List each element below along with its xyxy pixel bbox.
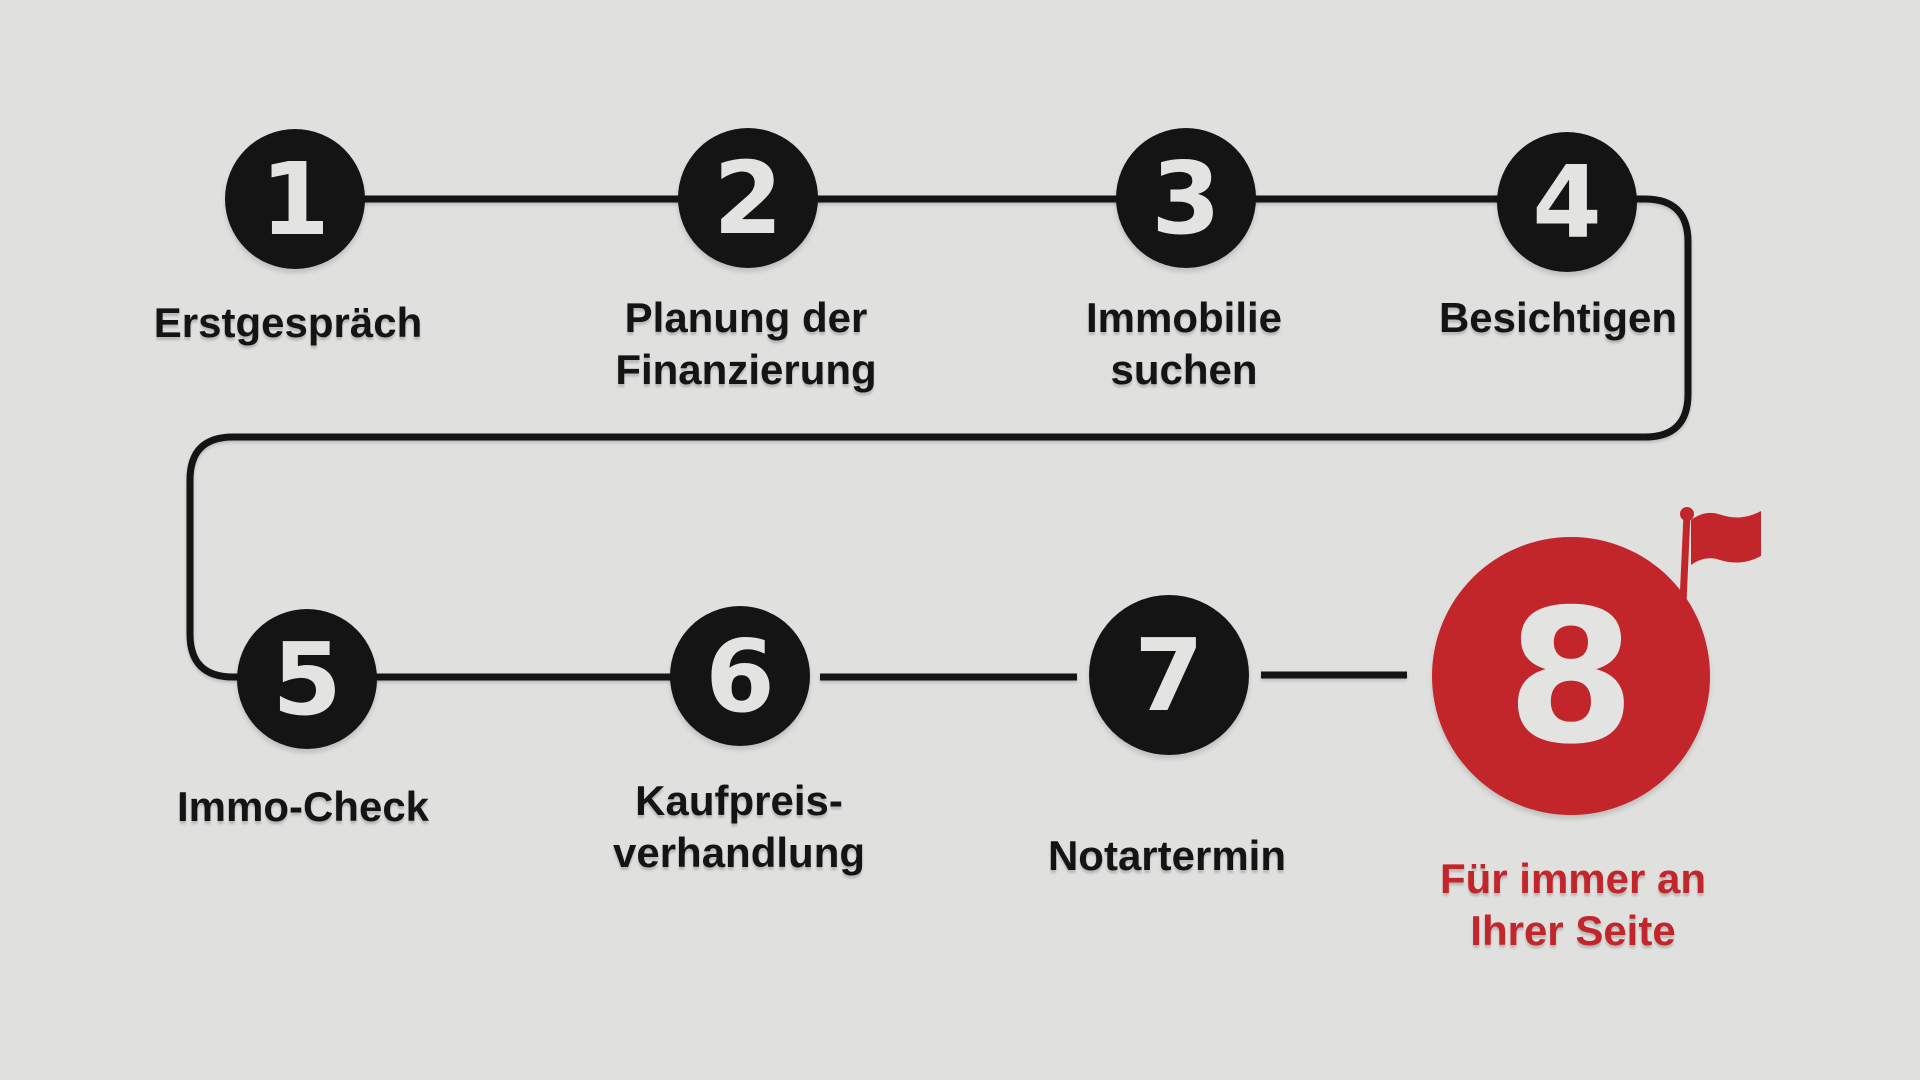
step-3-label: Immobilie suchen	[1085, 294, 1283, 393]
step-6-label: Kaufpreis- verhandlung	[612, 777, 866, 876]
step-7-label: Notartermin	[1047, 832, 1287, 879]
step-3-circle: 3	[1116, 128, 1256, 268]
step-7-number: 7	[1134, 617, 1204, 734]
step-3-number: 3	[1151, 140, 1221, 257]
step-4-circle: 4	[1497, 132, 1637, 272]
step-1-circle: 1	[225, 129, 365, 269]
step-1-number: 1	[260, 141, 330, 258]
flag-pole	[1679, 514, 1691, 602]
step-5-number: 5	[272, 621, 342, 738]
step-6-number: 6	[705, 618, 775, 735]
step-2-circle: 2	[678, 128, 818, 268]
connector-snake-path	[186, 195, 1692, 681]
step-4-label: Besichtigen	[1438, 294, 1678, 341]
step-2-number: 2	[713, 140, 783, 257]
step-4-number: 4	[1532, 144, 1602, 261]
step-8-label: Für immer an Ihrer Seite	[1439, 855, 1707, 954]
step-1-label: Erstgespräch	[153, 299, 423, 346]
step-8-number: 8	[1506, 568, 1636, 785]
step-8-circle-highlighted: 8	[1432, 537, 1710, 815]
step-5-circle: 5	[237, 609, 377, 749]
step-7-circle: 7	[1089, 595, 1249, 755]
step-6-circle: 6	[670, 606, 810, 746]
flag-icon	[1679, 507, 1761, 602]
step-5-label: Immo-Check	[176, 783, 430, 830]
step-2-label: Planung der Finanzierung	[615, 294, 877, 393]
flag-cloth	[1691, 511, 1761, 565]
